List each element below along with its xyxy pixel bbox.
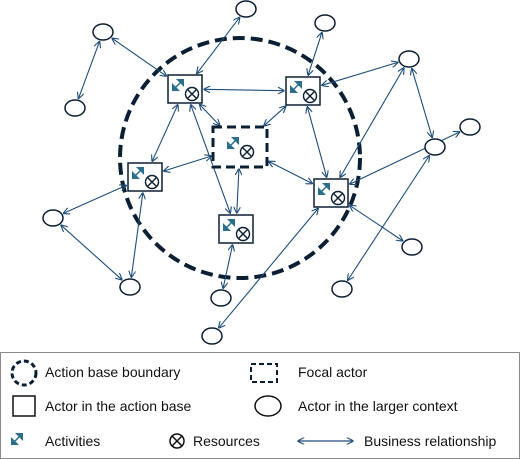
relationship-edge [223,245,232,288]
relationship-edge [412,69,432,138]
actor-nodes [42,0,481,345]
context-actor-node [331,280,353,298]
relationship-edge [64,185,127,213]
activity-icon [11,433,23,445]
relationship-edge [131,193,142,277]
legend-focal-actor: Focal actor [298,364,368,380]
activity-icon [227,137,239,149]
context-actor-node [235,0,257,18]
legend-actor-circle-icon [254,395,282,417]
resource-icon [239,144,255,160]
relationship-edge [219,209,318,328]
resource-icon [235,226,251,242]
action-base-actor-node [313,178,349,208]
legend-focal-actor-icon [250,363,278,383]
action-base-actor-node [167,74,203,104]
context-actor-node [64,99,86,117]
legend-actor-in-action-base: Actor in the action base [45,398,192,414]
relationship-edge [340,68,404,177]
action-base-actor-node [285,76,321,106]
focal-actor-node [211,125,269,169]
relationship-edge [322,62,398,85]
action-base-actor-node [218,214,254,244]
context-actor-node [314,14,336,32]
context-actor-node [201,327,223,345]
action-base-actor-node [127,162,163,192]
legend-activities-icon [11,433,23,445]
relationship-edge [152,105,178,161]
relationship-edge [164,156,211,171]
business-relationship-edges [61,17,459,327]
relationship-edge [348,156,430,280]
context-actor-node [42,209,64,227]
context-actor-node [119,278,141,296]
resource-icon [184,86,200,102]
legend-activities: Activities [45,433,100,449]
legend-resources-icon [169,433,185,449]
context-actor-node [459,118,481,136]
relationship-edge [350,132,460,184]
relationship-edge [307,107,326,177]
context-actor-node [92,23,114,41]
relationship-edge [204,89,284,90]
legend-actor-in-larger-context: Actor in the larger context [298,398,458,414]
resource-icon [302,88,318,104]
resource-icon [144,174,160,190]
relationship-edge [269,162,312,184]
relationship-edge [237,169,239,213]
legend-action-base-boundary: Action base boundary [45,364,180,380]
relationship-edge [79,42,100,99]
activity-icon [172,79,184,91]
relationship-edge [61,225,122,279]
relationship-edge [112,38,166,76]
legend-boundary-icon [10,359,38,387]
relationship-edge [350,205,403,240]
legend-resources: Resources [193,433,260,449]
legend-business-relationship: Business relationship [364,433,497,449]
context-actor-node [401,238,423,256]
activity-icon [132,167,144,179]
relationship-edge [197,17,240,73]
relationship-edge [308,33,322,75]
activity-icon [223,219,235,231]
relationship-edge [264,106,286,125]
legend-actor-square-icon [12,395,36,417]
activity-icon [290,81,302,93]
activity-icon [318,183,330,195]
context-actor-node [424,138,446,156]
context-actor-node [398,50,420,68]
resource-icon [330,190,346,206]
context-actor-node [210,289,232,307]
relationship-edge [200,104,220,125]
